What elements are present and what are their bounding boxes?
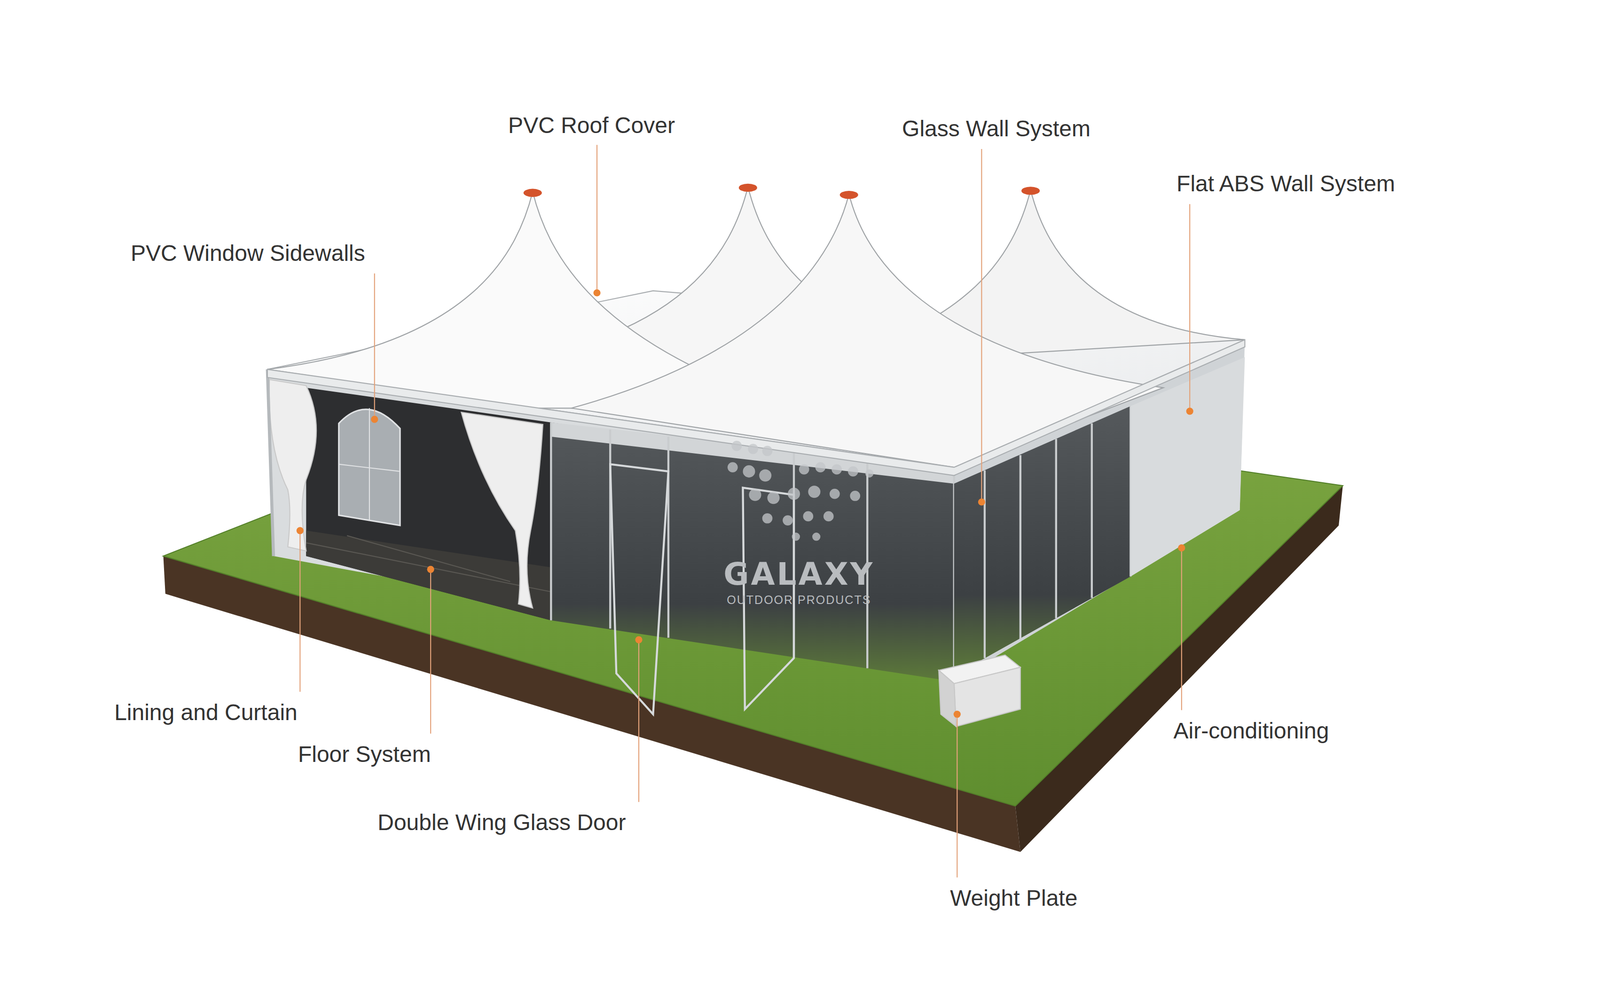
tent-pole <box>267 369 274 557</box>
watermark: OUTDOOR PRODUCTS <box>726 593 871 607</box>
leader-lines <box>299 144 1190 878</box>
leader-dot <box>296 526 304 534</box>
ac-unit <box>938 670 957 727</box>
leader-dot <box>427 565 435 573</box>
mullion <box>1090 423 1093 598</box>
leader-dot <box>1186 407 1194 415</box>
logo-dot <box>803 511 814 522</box>
leader-line <box>596 144 598 293</box>
window-grid <box>338 464 400 472</box>
mullion <box>1055 438 1058 619</box>
logo-dot <box>787 487 800 501</box>
logo-dot <box>807 485 821 498</box>
tent-interior <box>305 387 551 621</box>
leader-dot <box>370 415 378 424</box>
leader-dot <box>953 710 961 718</box>
logo-dot <box>747 443 759 455</box>
leader-line <box>430 569 432 734</box>
leader-line <box>956 714 958 878</box>
logo-dot <box>767 491 780 504</box>
logo-dot <box>847 466 859 477</box>
logo-dot <box>727 462 738 473</box>
leader-line <box>980 149 982 502</box>
watermark-logo <box>727 440 874 542</box>
leader-dot <box>635 635 643 644</box>
leader-dot <box>978 498 986 506</box>
leader-dots <box>296 289 1194 718</box>
curtain <box>269 379 317 552</box>
watermark: GALAXY <box>723 557 875 592</box>
logo-dot <box>792 532 800 541</box>
logo-dot <box>762 446 773 457</box>
peak-cap <box>839 190 859 199</box>
part-label: Double Wing Glass Door <box>377 809 626 836</box>
leader-line <box>638 639 640 802</box>
part-label: PVC Roof Cover <box>508 112 675 139</box>
logo-dot <box>849 490 861 502</box>
part-label: Weight Plate <box>949 885 1078 911</box>
logo-dot <box>748 488 761 502</box>
floor-line <box>346 535 510 582</box>
ac-unit <box>954 667 1021 727</box>
logo-dot <box>731 440 743 452</box>
leader-line <box>374 273 376 420</box>
leader-line <box>1189 203 1191 412</box>
logo-dot <box>759 469 772 482</box>
roof-edge <box>267 339 1246 476</box>
part-label: Flat ABS Wall System <box>1176 170 1396 197</box>
mullion <box>667 436 670 638</box>
peak-cap <box>1021 186 1040 195</box>
mullion <box>983 470 986 659</box>
part-label: Lining and Curtain <box>114 699 298 726</box>
leader-line <box>299 530 301 692</box>
leader-dot <box>593 289 601 297</box>
leader-dot <box>1177 544 1185 552</box>
logo-dot <box>865 469 874 478</box>
mullion <box>1019 454 1022 639</box>
part-label: Floor System <box>298 741 432 768</box>
window-grid <box>368 407 370 521</box>
part-label: Glass Wall System <box>901 115 1091 142</box>
leader-line <box>1181 548 1183 711</box>
floor-system <box>305 530 551 621</box>
mullion <box>609 429 612 629</box>
logo-dot <box>782 515 793 526</box>
logo-dot <box>831 464 842 475</box>
logo-dot <box>815 462 826 473</box>
logo-dot <box>823 511 834 522</box>
part-label: PVC Window Sidewalls <box>130 240 366 267</box>
peak-cap <box>523 188 542 197</box>
logo-dot <box>829 488 840 500</box>
logo-dot <box>812 532 821 541</box>
logo-dot <box>799 464 810 475</box>
logo-dot <box>742 465 755 478</box>
mullion <box>549 422 552 621</box>
curtain <box>461 412 543 609</box>
floor-line <box>305 542 551 592</box>
peak-cap <box>738 183 758 192</box>
logo-dot <box>762 513 773 524</box>
part-label: Air-conditioning <box>1173 717 1330 744</box>
